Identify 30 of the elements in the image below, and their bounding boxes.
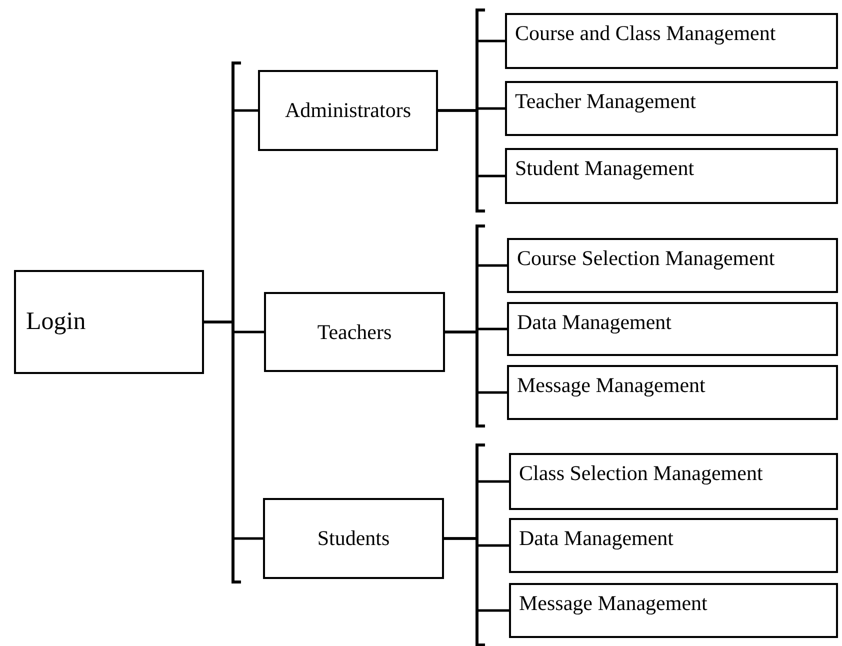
box-label: Data Management [517, 310, 672, 335]
box-label: Message Management [517, 373, 706, 398]
role-box [264, 292, 445, 372]
box-label: Login [26, 308, 86, 336]
box-label: Message Management [519, 591, 708, 616]
connector-line [444, 537, 509, 612]
function-box [509, 518, 838, 573]
connector-line [204, 320, 263, 540]
box-label: Course and Class Management [515, 21, 776, 46]
box-label: Course Selection Management [517, 246, 775, 271]
function-box [505, 13, 838, 69]
function-box [507, 365, 838, 420]
function-box [505, 148, 838, 204]
role-box [263, 498, 444, 579]
box-label: Teacher Management [515, 89, 696, 114]
box-label: Class Selection Management [519, 461, 763, 486]
function-box [509, 583, 838, 638]
root-box [14, 270, 204, 374]
box-label: Data Management [519, 526, 674, 551]
box-label: Students [317, 526, 390, 551]
function-box [509, 453, 838, 510]
box-label: Administrators [285, 98, 411, 123]
box-label: Student Management [515, 156, 694, 181]
function-box [507, 238, 838, 293]
connector-line [445, 330, 507, 394]
connector-line [438, 109, 505, 178]
function-box [507, 302, 838, 356]
function-box [505, 81, 838, 136]
box-label: Teachers [317, 320, 392, 344]
role-box [258, 70, 438, 151]
